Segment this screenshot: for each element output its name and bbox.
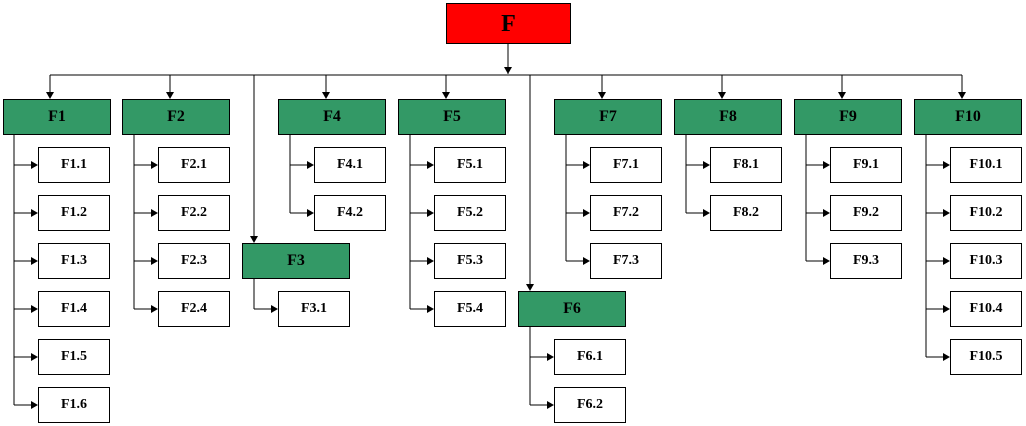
sub-node-f5-2: F5.2 bbox=[434, 195, 506, 231]
sub-node-f7-1: F7.1 bbox=[590, 147, 662, 183]
sub-node-f5-3: F5.3 bbox=[434, 243, 506, 279]
sub-node-f5-4: F5.4 bbox=[434, 291, 506, 327]
category-node-f5: F5 bbox=[398, 99, 506, 135]
sub-node-f1-4: F1.4 bbox=[38, 291, 110, 327]
branch-arrow-f4-1-icon bbox=[307, 161, 314, 169]
branch-arrow-f2-2-icon bbox=[151, 209, 158, 217]
branch-arrow-f5-3-icon bbox=[427, 257, 434, 265]
branch-arrow-f8-1-icon bbox=[703, 161, 710, 169]
sub-node-f3-1: F3.1 bbox=[278, 291, 350, 327]
sub-node-f9-2: F9.2 bbox=[830, 195, 902, 231]
category-node-f4: F4 bbox=[278, 99, 386, 135]
sub-node-f10-3: F10.3 bbox=[950, 243, 1022, 279]
root-connector-arrow-icon bbox=[504, 67, 512, 74]
sub-node-f10-4: F10.4 bbox=[950, 291, 1022, 327]
sub-node-f7-2: F7.2 bbox=[590, 195, 662, 231]
drop-arrow-f3-icon bbox=[250, 236, 258, 243]
branch-arrow-f1-5-icon bbox=[31, 353, 38, 361]
branch-arrow-f5-1-icon bbox=[427, 161, 434, 169]
drop-arrow-f5-icon bbox=[442, 92, 450, 99]
drop-arrow-f4-icon bbox=[322, 92, 330, 99]
sub-node-f1-3: F1.3 bbox=[38, 243, 110, 279]
branch-arrow-f5-4-icon bbox=[427, 305, 434, 313]
sub-node-f10-2: F10.2 bbox=[950, 195, 1022, 231]
branch-arrow-f4-2-icon bbox=[307, 209, 314, 217]
category-node-f2: F2 bbox=[122, 99, 230, 135]
drop-arrow-f8-icon bbox=[718, 92, 726, 99]
sub-node-f1-2: F1.2 bbox=[38, 195, 110, 231]
branch-arrow-f3-1-icon bbox=[271, 305, 278, 313]
sub-node-f10-5: F10.5 bbox=[950, 339, 1022, 375]
branch-arrow-f10-1-icon bbox=[943, 161, 950, 169]
sub-node-f2-4: F2.4 bbox=[158, 291, 230, 327]
sub-node-f1-6: F1.6 bbox=[38, 387, 110, 423]
branch-arrow-f10-4-icon bbox=[943, 305, 950, 313]
branch-arrow-f10-5-icon bbox=[943, 353, 950, 361]
drop-arrow-f1-icon bbox=[46, 92, 54, 99]
branch-arrow-f2-3-icon bbox=[151, 257, 158, 265]
sub-node-f10-1: F10.1 bbox=[950, 147, 1022, 183]
sub-node-f2-3: F2.3 bbox=[158, 243, 230, 279]
branch-arrow-f2-1-icon bbox=[151, 161, 158, 169]
branch-arrow-f1-4-icon bbox=[31, 305, 38, 313]
branch-arrow-f5-2-icon bbox=[427, 209, 434, 217]
sub-node-f2-1: F2.1 bbox=[158, 147, 230, 183]
category-node-f1: F1 bbox=[3, 99, 111, 135]
category-node-f7: F7 bbox=[554, 99, 662, 135]
sub-node-f6-1: F6.1 bbox=[554, 339, 626, 375]
branch-arrow-f7-1-icon bbox=[583, 161, 590, 169]
sub-node-f2-2: F2.2 bbox=[158, 195, 230, 231]
branch-arrow-f9-3-icon bbox=[823, 257, 830, 265]
sub-node-f9-3: F9.3 bbox=[830, 243, 902, 279]
category-node-f8: F8 bbox=[674, 99, 782, 135]
branch-arrow-f7-2-icon bbox=[583, 209, 590, 217]
drop-arrow-f9-icon bbox=[838, 92, 846, 99]
branch-arrow-f10-2-icon bbox=[943, 209, 950, 217]
category-node-f3: F3 bbox=[242, 243, 350, 279]
branch-arrow-f8-2-icon bbox=[703, 209, 710, 217]
branch-arrow-f9-1-icon bbox=[823, 161, 830, 169]
branch-arrow-f1-2-icon bbox=[31, 209, 38, 217]
root-node: F bbox=[446, 3, 571, 44]
branch-arrow-f10-3-icon bbox=[943, 257, 950, 265]
branch-arrow-f1-3-icon bbox=[31, 257, 38, 265]
sub-node-f1-1: F1.1 bbox=[38, 147, 110, 183]
sub-node-f4-1: F4.1 bbox=[314, 147, 386, 183]
sub-node-f6-2: F6.2 bbox=[554, 387, 626, 423]
sub-node-f8-1: F8.1 bbox=[710, 147, 782, 183]
branch-arrow-f7-3-icon bbox=[583, 257, 590, 265]
category-node-f10: F10 bbox=[914, 99, 1022, 135]
branch-arrow-f2-4-icon bbox=[151, 305, 158, 313]
category-node-f9: F9 bbox=[794, 99, 902, 135]
branch-arrow-f6-1-icon bbox=[547, 353, 554, 361]
branch-arrow-f1-1-icon bbox=[31, 161, 38, 169]
drop-arrow-f10-icon bbox=[958, 92, 966, 99]
branch-arrow-f1-6-icon bbox=[31, 401, 38, 409]
category-node-f6: F6 bbox=[518, 291, 626, 327]
sub-node-f5-1: F5.1 bbox=[434, 147, 506, 183]
sub-node-f9-1: F9.1 bbox=[830, 147, 902, 183]
drop-arrow-f6-icon bbox=[526, 284, 534, 291]
drop-arrow-f2-icon bbox=[166, 92, 174, 99]
sub-node-f1-5: F1.5 bbox=[38, 339, 110, 375]
drop-arrow-f7-icon bbox=[598, 92, 606, 99]
branch-arrow-f6-2-icon bbox=[547, 401, 554, 409]
branch-arrow-f9-2-icon bbox=[823, 209, 830, 217]
sub-node-f4-2: F4.2 bbox=[314, 195, 386, 231]
sub-node-f8-2: F8.2 bbox=[710, 195, 782, 231]
sub-node-f7-3: F7.3 bbox=[590, 243, 662, 279]
